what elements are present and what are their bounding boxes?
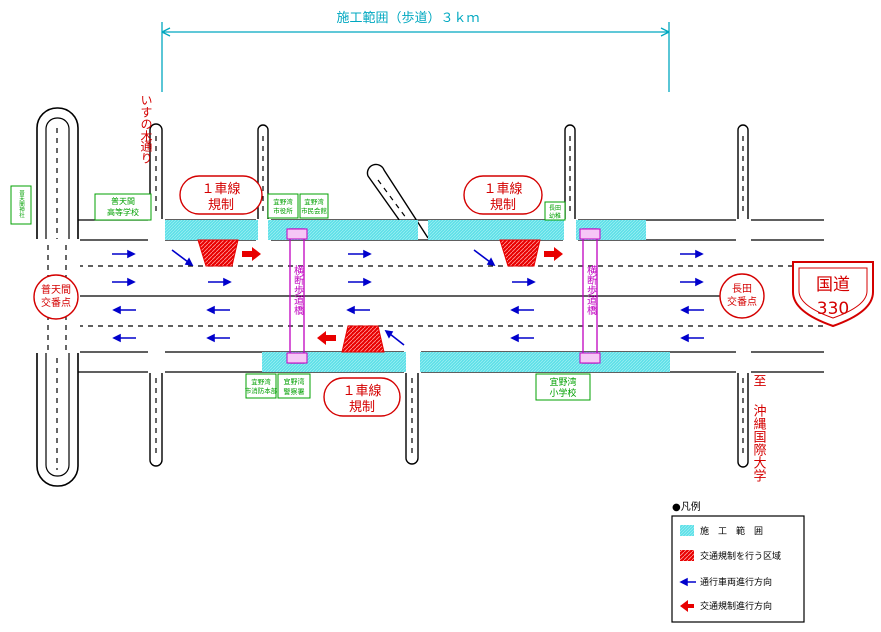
svg-text:普天間: 普天間 — [41, 283, 71, 296]
arrow-east-2 — [112, 277, 136, 287]
svg-text:小学校: 小学校 — [549, 387, 576, 399]
svg-text:宜野湾: 宜野湾 — [284, 377, 305, 386]
arrow-diag-2 — [473, 249, 496, 267]
red-arrow-east-2 — [544, 247, 563, 261]
arrow-diag-1 — [171, 249, 194, 267]
crosswalk-label-1: 横断歩道橋 — [292, 264, 304, 316]
arrow-west-8 — [680, 305, 704, 315]
legend-item-3: 通行車両進行方向 — [700, 576, 772, 588]
legend-red-hatch-swatch — [680, 550, 694, 561]
construction-range — [165, 220, 670, 372]
restriction-callout-1: １車線 規制 — [179, 175, 263, 215]
kokusai-direction-label: 至 沖縄国際大学 — [751, 374, 767, 482]
svg-text:普天間神社: 普天間神社 — [18, 189, 25, 219]
svg-text:市消防本部: 市消防本部 — [245, 386, 278, 395]
arrow-west-3 — [206, 305, 230, 315]
restriction-callout-3: １車線 規制 — [323, 377, 401, 417]
nagata-intersection: 長田 交番点 — [719, 273, 765, 319]
legend-heading: ●凡例 — [672, 500, 701, 513]
svg-text:規制: 規制 — [490, 198, 516, 213]
svg-text:規制: 規制 — [208, 198, 234, 213]
pedestrian-bridges — [286, 228, 601, 364]
restriction-arrows — [242, 247, 563, 345]
svg-text:通り: 通り — [139, 140, 153, 164]
arrow-east-8 — [680, 277, 704, 287]
arrow-east-5 — [348, 277, 372, 287]
svg-text:宜野湾: 宜野湾 — [549, 376, 576, 388]
ginowan-school-box: 宜野湾 小学校 — [535, 373, 591, 401]
svg-text:330: 330 — [817, 299, 849, 319]
ginowan-city-hall-box: 宜野湾 市役所 — [267, 193, 299, 219]
arrow-west-1 — [112, 305, 136, 315]
restriction-zones — [197, 239, 541, 353]
svg-text:宜野湾: 宜野湾 — [273, 197, 293, 206]
svg-text:１車線: １車線 — [342, 383, 381, 399]
arrow-east-6 — [512, 277, 536, 287]
svg-text:１車線: １車線 — [483, 181, 522, 197]
futenma-intersection: 普天間 交番点 — [33, 274, 79, 320]
arrow-west-9 — [680, 333, 704, 343]
svg-text:沖縄国際大学: 沖縄国際大学 — [751, 404, 767, 482]
legend-red-arrow-icon — [680, 600, 694, 612]
main-road — [78, 219, 824, 373]
legend-item-2: 交通規制を行う区域 — [700, 550, 781, 562]
svg-text:市民会館: 市民会館 — [301, 206, 328, 215]
svg-text:高等学校: 高等学校 — [107, 207, 139, 217]
arrow-east-7 — [680, 249, 704, 259]
red-arrow-west-1 — [317, 331, 336, 345]
svg-text:普天間: 普天間 — [111, 196, 135, 206]
arrow-east-3 — [208, 277, 232, 287]
svg-text:警察署: 警察署 — [284, 387, 305, 396]
nagata-kindergarten-box: 長田 幼稚 — [544, 201, 566, 221]
side-streets — [149, 123, 749, 468]
red-arrow-east-1 — [242, 247, 261, 261]
arrow-west-4 — [206, 333, 230, 343]
legend: 施 工 範 囲 交通規制を行う区域 通行車両進行方向 交通規制進行方向 — [671, 515, 805, 623]
svg-text:交番点: 交番点 — [727, 295, 757, 308]
svg-text:市役所: 市役所 — [273, 206, 293, 215]
svg-text:長田: 長田 — [549, 205, 561, 212]
arrow-east-1 — [112, 249, 136, 259]
construction-dimension — [161, 22, 670, 92]
arrow-east-4 — [348, 249, 372, 259]
svg-text:幼稚: 幼稚 — [549, 212, 561, 220]
ginowan-fire-box: 宜野湾 市消防本部 — [245, 373, 278, 399]
futenma-shrine-box: 普天間神社 — [10, 185, 32, 225]
crosswalk-label-2: 横断歩道橋 — [585, 264, 597, 316]
construction-range-title: 施工範囲（歩道）３ｋｍ — [336, 11, 479, 26]
svg-text:宜野湾: 宜野湾 — [304, 197, 324, 206]
traffic-arrows — [112, 249, 704, 346]
ginowan-civic-box: 宜野湾 市民会館 — [299, 193, 329, 219]
svg-text:１車線: １車線 — [201, 181, 240, 197]
legend-blue-arrow-icon — [679, 577, 696, 587]
restriction-callout-2: １車線 規制 — [463, 175, 543, 215]
svg-text:至: 至 — [751, 374, 767, 387]
arrow-diag-3 — [384, 329, 405, 346]
futenma-highschool-box: 普天間 高等学校 — [94, 193, 152, 221]
ginowan-police-box: 宜野湾 警察署 — [277, 373, 311, 399]
svg-text:規制: 規制 — [349, 400, 375, 415]
arrow-west-6 — [510, 305, 534, 315]
arrow-west-7 — [510, 333, 534, 343]
arrow-west-5 — [346, 305, 370, 315]
arrow-west-2 — [112, 333, 136, 343]
legend-item-1: 施 工 範 囲 — [700, 525, 763, 537]
legend-cyan-swatch — [680, 525, 694, 536]
svg-text:長田: 長田 — [732, 283, 752, 295]
route-330-sign: 国道 330 — [792, 261, 874, 328]
isunoki-street-label: いすの木 通り — [139, 94, 153, 164]
svg-text:いすの木: いすの木 — [139, 94, 153, 142]
legend-item-4: 交通規制進行方向 — [700, 600, 772, 612]
svg-text:宜野湾: 宜野湾 — [251, 377, 271, 386]
svg-text:交番点: 交番点 — [41, 296, 71, 309]
svg-text:国道: 国道 — [816, 275, 850, 295]
